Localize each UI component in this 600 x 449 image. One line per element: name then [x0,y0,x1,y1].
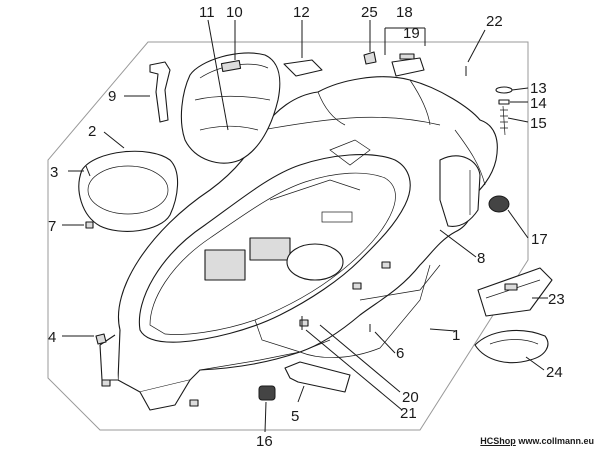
part-3-screw [85,165,91,177]
callout-22: 22 [486,13,503,30]
callout-5: 5 [291,408,299,425]
part-13-washer [495,86,513,94]
part-5-bracket [284,361,351,393]
callout-17: 17 [531,231,548,248]
part-24-mat [474,330,549,364]
callout-7: 7 [48,218,56,235]
callout-1: 1 [452,327,460,344]
callout-15: 15 [530,115,547,132]
callout-21: 21 [400,405,417,422]
callout-10: 10 [226,4,243,21]
assembly-frame [47,41,529,431]
part-7-clip [85,221,94,229]
part-2-lid [78,150,179,232]
callout-11: 11 [199,4,215,21]
callout-24: 24 [546,364,563,381]
callout-13: 13 [530,80,547,97]
part-12-pad [283,59,323,77]
part-25-clip [363,51,377,65]
callout-12: 12 [293,4,310,21]
callout-8: 8 [477,250,485,267]
watermark-site: www.collmann.eu [518,436,594,446]
callout-23: 23 [548,291,565,308]
callout-19: 19 [403,25,420,42]
part-15-bolt [500,105,508,136]
part-14-nut [498,99,510,105]
part-17-disc [488,195,510,213]
watermark-prefix: HCShop [480,436,516,446]
part-18-box [391,57,425,77]
callout-20: 20 [402,389,419,406]
part-23-cover [477,267,553,317]
shop-watermark: HCShop www.collmann.eu [480,436,594,446]
callout-25: 25 [361,4,378,21]
callout-9: 9 [108,88,116,105]
callout-2: 2 [88,123,96,140]
callout-3: 3 [50,164,58,181]
callout-6: 6 [396,345,404,362]
part-10-storage-bag [180,52,281,164]
leader-lines [62,19,548,433]
callout-18: 18 [396,4,413,21]
callout-labels: 1 2 3 4 5 6 7 8 9 10 11 12 13 14 15 16 1… [48,4,565,449]
callout-4: 4 [48,329,56,346]
helmet-compartment-body [99,76,498,411]
callout-16: 16 [256,433,273,449]
callout-14: 14 [530,95,547,112]
part-16-cylinder [258,385,276,401]
part-9-strap [149,61,171,123]
part-4-clip [95,333,107,345]
